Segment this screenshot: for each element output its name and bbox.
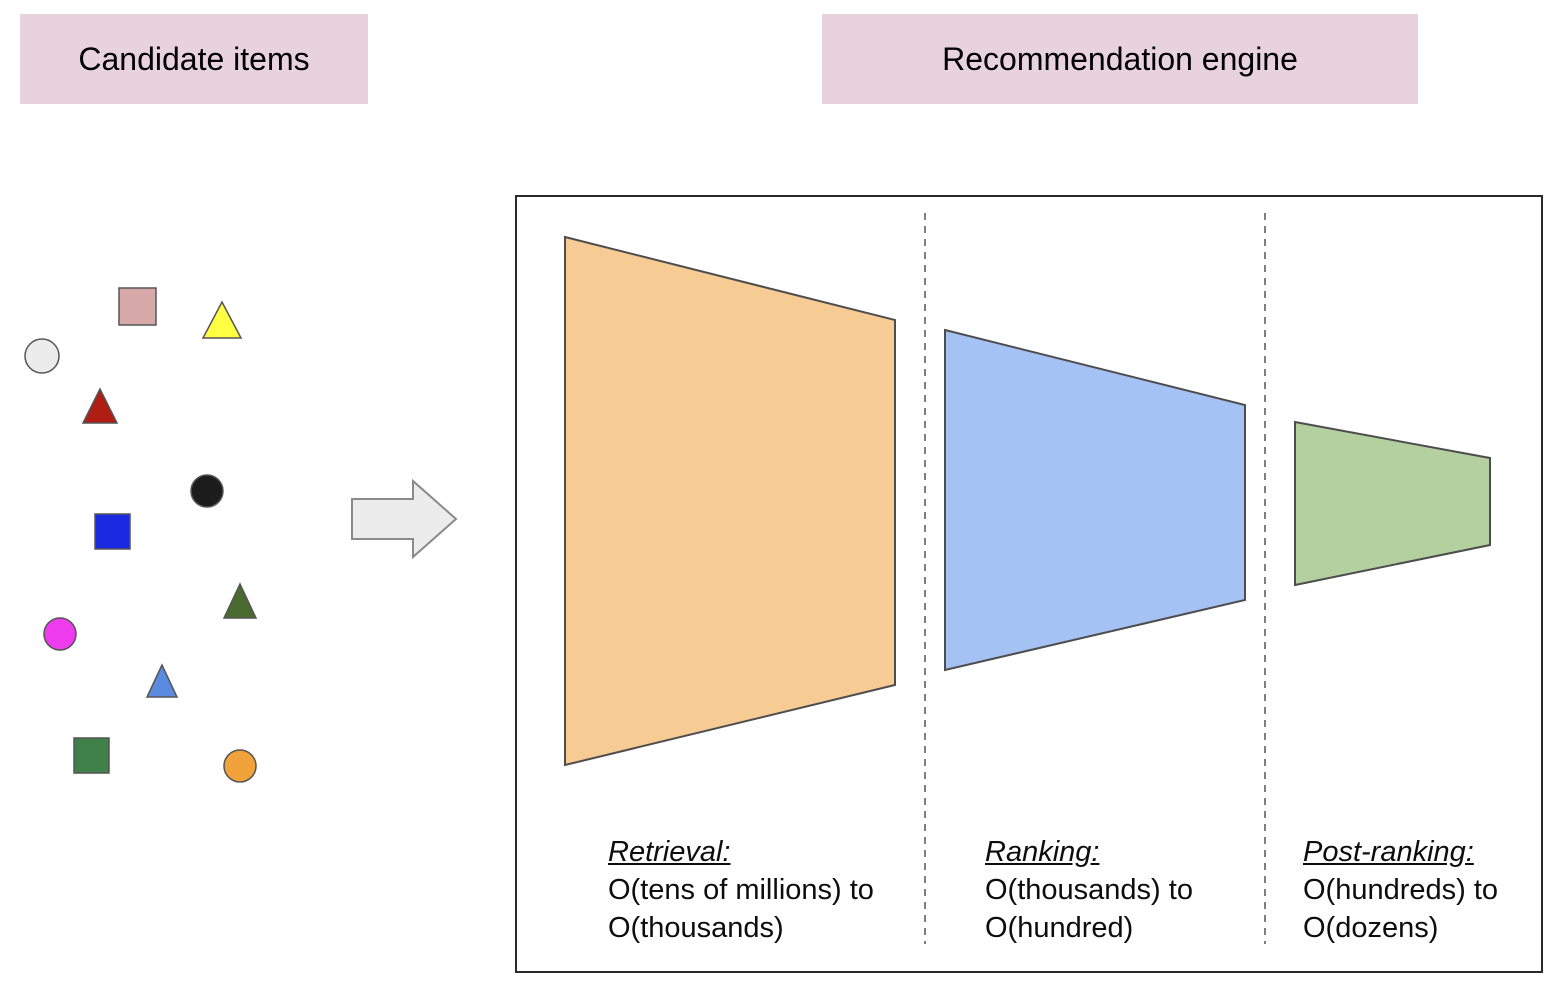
stage-retrieval-title: Retrieval: — [608, 836, 731, 868]
green-square-shape — [73, 737, 110, 774]
candidate-items-label: Candidate items — [78, 40, 310, 77]
stage-ranking-line1: O(thousands) to — [985, 874, 1193, 906]
recommendation-engine-header: Recommendation engine — [822, 14, 1418, 104]
rose-square-shape — [118, 287, 157, 326]
dark-green-triangle-shape — [222, 582, 258, 619]
gray-circle-shape — [24, 338, 60, 374]
stage-ranking-title: Ranking: — [985, 836, 1100, 868]
stage-post-ranking-line1: O(hundreds) to — [1303, 874, 1499, 906]
stage-retrieval: Retrieval: O(tens of millions) to O(thou… — [608, 833, 874, 947]
red-triangle-shape — [81, 387, 119, 424]
stage-post-ranking-line2: O(dozens) — [1303, 912, 1439, 944]
blue-triangle-shape — [145, 663, 179, 698]
candidate-items-header: Candidate items — [20, 14, 368, 104]
recommendation-engine-label: Recommendation engine — [942, 40, 1298, 77]
right-arrow-icon — [351, 478, 458, 560]
stage-retrieval-line2: O(thousands) — [608, 912, 784, 944]
stage-post-ranking: Post-ranking: O(hundreds) to O(dozens) — [1303, 833, 1498, 947]
stage-retrieval-line1: O(tens of millions) to — [608, 874, 874, 906]
blue-square-shape — [94, 513, 131, 550]
orange-circle-shape — [223, 749, 257, 783]
stage-ranking: Ranking: O(thousands) to O(hundred) — [985, 833, 1193, 947]
black-circle-shape — [190, 474, 224, 508]
magenta-circle-shape — [43, 617, 77, 651]
yellow-triangle-shape — [201, 300, 243, 339]
stage-post-ranking-title: Post-ranking: — [1303, 836, 1474, 868]
stage-ranking-line2: O(hundred) — [985, 912, 1134, 944]
